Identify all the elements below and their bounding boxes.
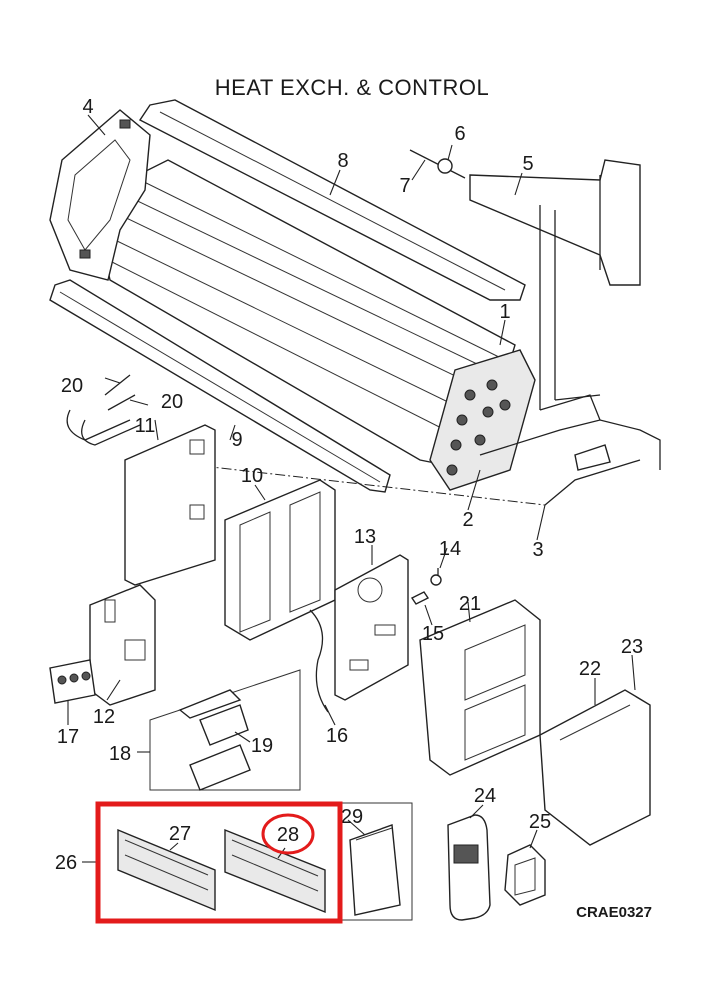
sub-assembly-group-18 xyxy=(149,669,301,791)
callout-21: 21 xyxy=(459,593,481,615)
diagram-title: HEAT EXCH. & CONTROL xyxy=(215,75,489,100)
manual-part-29 xyxy=(349,824,401,916)
control-box-part-12 xyxy=(89,584,156,706)
filter-part-27 xyxy=(117,828,216,912)
heat-exchanger-part-1 xyxy=(105,159,536,491)
callout-5: 5 xyxy=(522,153,533,175)
control-frame-part-10 xyxy=(224,479,336,641)
callout-26: 26 xyxy=(55,852,77,874)
leader-lines xyxy=(67,114,636,863)
callout-8: 8 xyxy=(337,150,348,172)
terminal-block-part-17 xyxy=(49,659,96,704)
callout-3: 3 xyxy=(532,539,543,561)
callout-12: 12 xyxy=(93,706,115,728)
drain-rail-part-9 xyxy=(49,279,391,493)
remote-control-part-24 xyxy=(447,814,491,921)
callout-22: 22 xyxy=(579,658,601,680)
callout-18: 18 xyxy=(109,743,131,765)
callout-4: 4 xyxy=(82,96,93,118)
callout-25: 25 xyxy=(529,811,551,833)
callout-20-left: 20 xyxy=(61,375,83,397)
callout-29: 29 xyxy=(341,806,363,828)
remote-holder-part-25 xyxy=(504,844,546,906)
screw-part-14 xyxy=(430,568,442,586)
callout-24: 24 xyxy=(474,785,496,807)
side-plate-part-4 xyxy=(49,109,151,281)
filter-part-28 xyxy=(224,828,326,914)
sensor-wires-part-20 xyxy=(66,374,141,446)
callout-19: 19 xyxy=(251,735,273,757)
top-rail-part-8 xyxy=(138,99,526,301)
highlight-box xyxy=(95,801,343,924)
center-line xyxy=(149,459,546,506)
callout-16: 16 xyxy=(326,725,348,747)
drawing-code: CRAE0327 xyxy=(576,904,652,921)
callout-1: 1 xyxy=(499,301,510,323)
callout-23: 23 xyxy=(621,636,643,658)
callout-7: 7 xyxy=(399,175,410,197)
callout-6: 6 xyxy=(454,123,465,145)
wire-harness-part-16 xyxy=(309,609,329,713)
callout-13: 13 xyxy=(354,526,376,548)
callout-28: 28 xyxy=(277,824,299,846)
refrigerant-pipes xyxy=(409,149,661,506)
callout-10: 10 xyxy=(241,465,263,487)
callout-14: 14 xyxy=(439,538,461,560)
callout-11: 11 xyxy=(135,415,156,437)
callout-17: 17 xyxy=(57,726,79,748)
callout-20-right: 20 xyxy=(161,391,183,413)
callout-9: 9 xyxy=(231,429,242,451)
bracket-plate-part-11 xyxy=(124,424,216,586)
spacer-part-15 xyxy=(410,591,430,605)
callout-15: 15 xyxy=(422,623,444,645)
highlight-circle-part-28 xyxy=(261,813,315,855)
pcb-part-13 xyxy=(334,554,409,701)
cover-panel-part-22 xyxy=(539,689,651,846)
callout-2: 2 xyxy=(462,509,473,531)
callout-27: 27 xyxy=(169,823,191,845)
